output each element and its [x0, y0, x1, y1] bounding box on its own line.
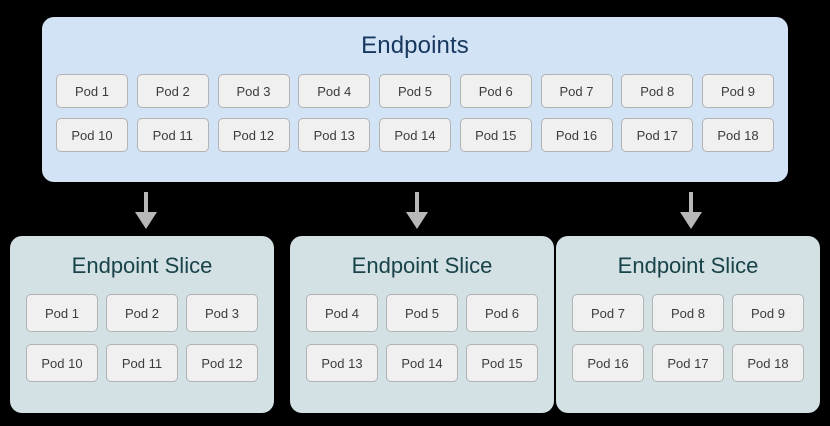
pod-chip[interactable]: Pod 16: [540, 118, 613, 152]
endpoints-pod-row: Pod 1 Pod 2 Pod 3 Pod 4 Pod 5 Pod 6 Pod …: [56, 74, 774, 108]
endpoints-pod-grid: Pod 1 Pod 2 Pod 3 Pod 4 Pod 5 Pod 6 Pod …: [42, 58, 788, 152]
endpoint-slice-panel: Endpoint Slice Pod 1 Pod 2 Pod 3 Pod 10 …: [10, 236, 274, 413]
endpoint-slice-pod-row: Pod 16 Pod 17 Pod 18: [572, 344, 804, 382]
endpoint-slice-panel: Endpoint Slice Pod 7 Pod 8 Pod 9 Pod 16 …: [556, 236, 820, 413]
pod-chip[interactable]: Pod 10: [26, 344, 98, 382]
pod-chip[interactable]: Pod 6: [459, 74, 532, 108]
pod-chip[interactable]: Pod 14: [379, 118, 451, 152]
arrow-down-icon: [404, 192, 430, 229]
endpoint-slice-pod-row: Pod 7 Pod 8 Pod 9: [572, 294, 804, 332]
endpoint-slice-pod-grid: Pod 1 Pod 2 Pod 3 Pod 10 Pod 11 Pod 12: [10, 277, 274, 382]
arrow-head: [406, 212, 428, 229]
arrow-shaft: [144, 192, 148, 216]
arrow-shaft: [689, 192, 693, 216]
pod-chip[interactable]: Pod 2: [136, 74, 209, 108]
endpoints-panel: Endpoints Pod 1 Pod 2 Pod 3 Pod 4 Pod 5 …: [42, 17, 788, 182]
pod-chip[interactable]: Pod 8: [621, 74, 694, 108]
endpoint-slice-panel: Endpoint Slice Pod 4 Pod 5 Pod 6 Pod 13 …: [290, 236, 554, 413]
pod-chip[interactable]: Pod 3: [186, 294, 258, 332]
pod-chip[interactable]: Pod 8: [652, 294, 724, 332]
pod-chip[interactable]: Pod 3: [217, 74, 290, 108]
endpoint-slice-pod-row: Pod 1 Pod 2 Pod 3: [26, 294, 258, 332]
pod-chip[interactable]: Pod 5: [386, 294, 458, 332]
pod-chip[interactable]: Pod 7: [540, 74, 613, 108]
endpoint-slice-pod-row: Pod 10 Pod 11 Pod 12: [26, 344, 258, 382]
pod-chip[interactable]: Pod 9: [702, 74, 774, 108]
endpoint-slice-title: Endpoint Slice: [71, 253, 213, 278]
pod-chip[interactable]: Pod 9: [732, 294, 804, 332]
pod-chip[interactable]: Pod 18: [702, 118, 774, 152]
pod-chip[interactable]: Pod 11: [106, 344, 178, 382]
arrow-down-icon: [133, 192, 159, 229]
pod-chip[interactable]: Pod 5: [379, 74, 451, 108]
pod-chip[interactable]: Pod 6: [466, 294, 538, 332]
pod-chip[interactable]: Pod 7: [572, 294, 644, 332]
pod-chip[interactable]: Pod 15: [459, 118, 532, 152]
pod-chip[interactable]: Pod 17: [621, 118, 694, 152]
endpoint-slice-title: Endpoint Slice: [617, 253, 759, 278]
pod-chip[interactable]: Pod 16: [572, 344, 644, 382]
pod-chip[interactable]: Pod 10: [56, 118, 128, 152]
endpoint-slice-pod-grid: Pod 4 Pod 5 Pod 6 Pod 13 Pod 14 Pod 15: [290, 277, 554, 382]
endpoint-slice-pod-grid: Pod 7 Pod 8 Pod 9 Pod 16 Pod 17 Pod 18: [556, 277, 820, 382]
pod-chip[interactable]: Pod 2: [106, 294, 178, 332]
arrow-shaft: [415, 192, 419, 216]
pod-chip[interactable]: Pod 14: [386, 344, 458, 382]
pod-chip[interactable]: Pod 12: [186, 344, 258, 382]
pod-chip[interactable]: Pod 15: [466, 344, 538, 382]
endpoints-pod-row: Pod 10 Pod 11 Pod 12 Pod 13 Pod 14 Pod 1…: [56, 118, 774, 152]
endpoint-slice-pod-row: Pod 13 Pod 14 Pod 15: [306, 344, 538, 382]
pod-chip[interactable]: Pod 12: [217, 118, 290, 152]
endpoints-title: Endpoints: [361, 32, 469, 59]
pod-chip[interactable]: Pod 17: [652, 344, 724, 382]
arrow-head: [135, 212, 157, 229]
pod-chip[interactable]: Pod 4: [306, 294, 378, 332]
pod-chip[interactable]: Pod 4: [298, 74, 371, 108]
pod-chip[interactable]: Pod 1: [56, 74, 128, 108]
arrow-down-icon: [678, 192, 704, 229]
pod-chip[interactable]: Pod 13: [298, 118, 371, 152]
endpoint-slice-title: Endpoint Slice: [351, 253, 493, 278]
pod-chip[interactable]: Pod 11: [136, 118, 209, 152]
pod-chip[interactable]: Pod 18: [732, 344, 804, 382]
pod-chip[interactable]: Pod 13: [306, 344, 378, 382]
endpoint-slice-pod-row: Pod 4 Pod 5 Pod 6: [306, 294, 538, 332]
arrow-head: [680, 212, 702, 229]
pod-chip[interactable]: Pod 1: [26, 294, 98, 332]
